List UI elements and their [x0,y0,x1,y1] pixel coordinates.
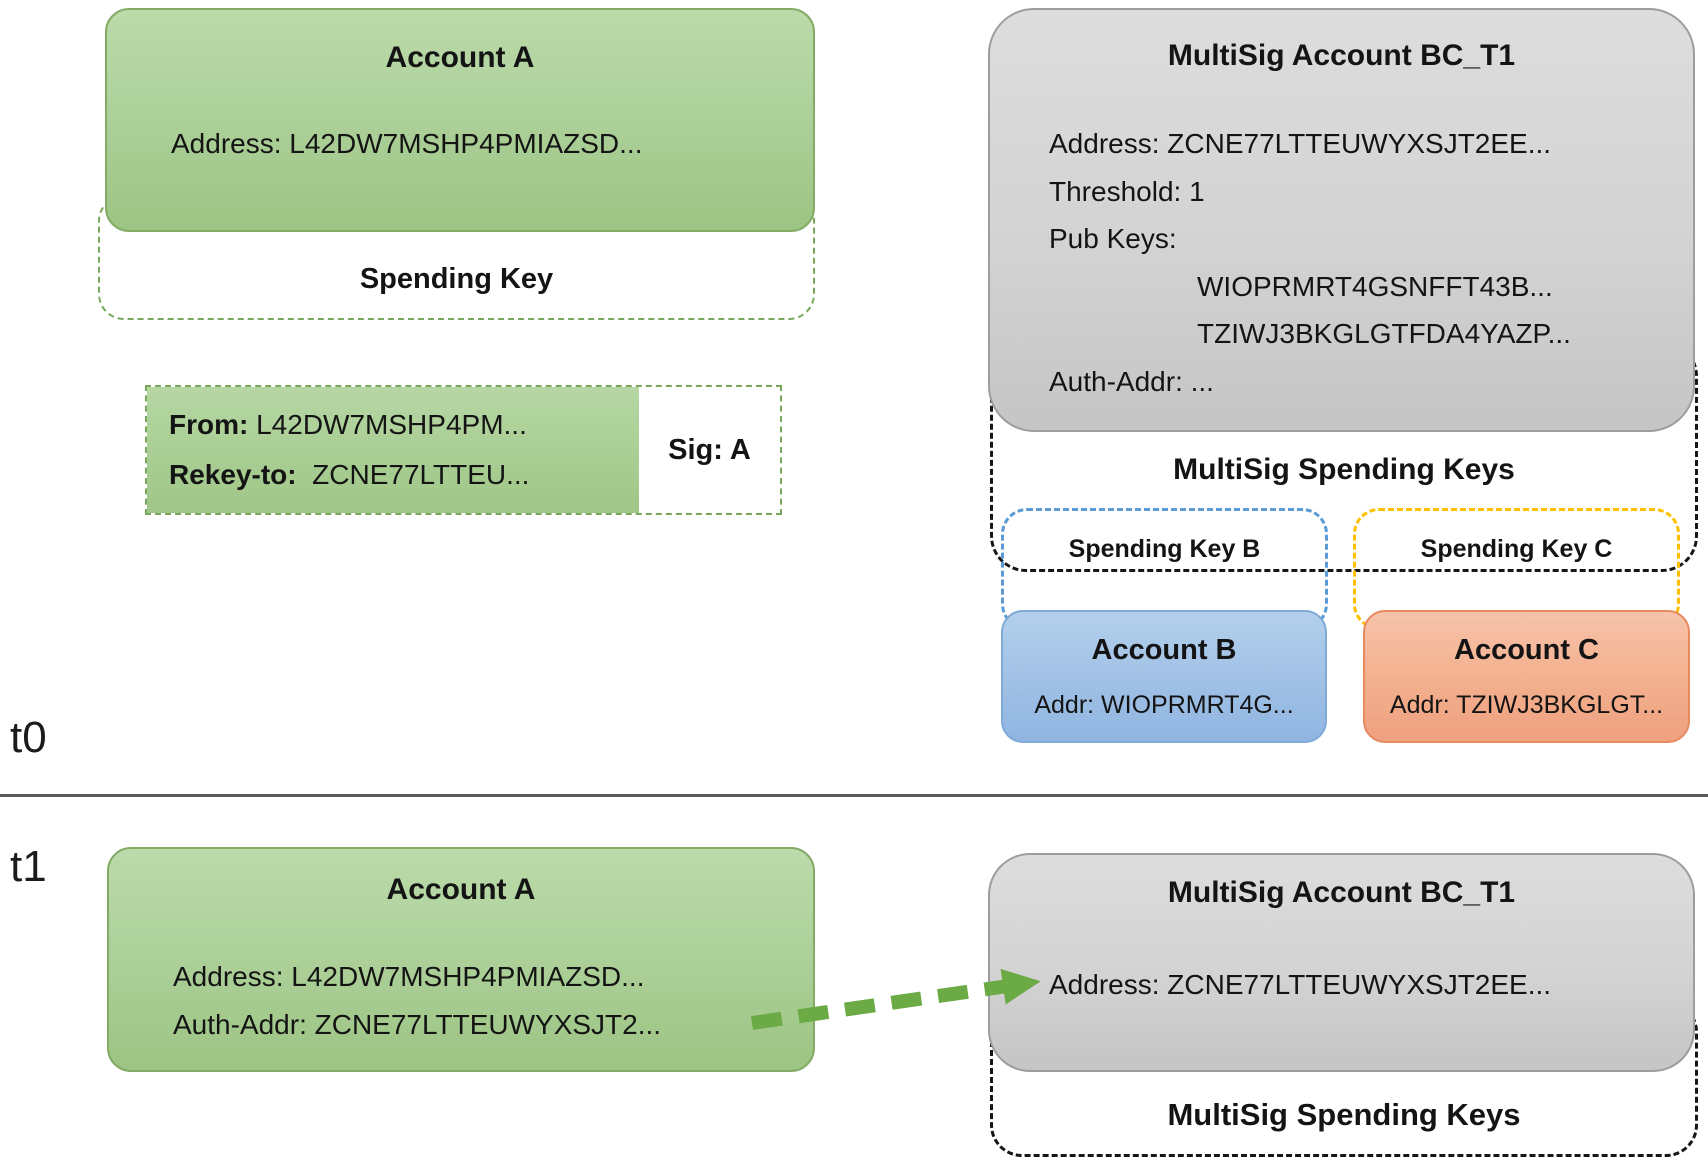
multisig-threshold: Threshold: 1 [1049,175,1205,207]
rekey-transaction-fields: From: L42DW7MSHP4PM... Rekey-to: ZCNE77L… [147,387,639,513]
timeline-divider [0,794,1708,797]
txn-from-line: From: L42DW7MSHP4PM... [169,400,639,450]
spending-key-a-label: Spending Key [359,263,554,295]
txn-rekey-label: Rekey-to: [169,459,297,490]
rekey-transaction-box: From: L42DW7MSHP4PM... Rekey-to: ZCNE77L… [145,385,782,515]
multisig-title-t1: MultiSig Account BC_T1 [1167,876,1516,909]
account-a-auth-addr-t1: Auth-Addr: ZCNE77LTTEUWYXSJT2... [173,1009,662,1040]
account-a-title-t0: Account A [385,41,535,74]
txn-rekey-line: Rekey-to: ZCNE77LTTEU... [169,450,639,500]
account-a-box-t0: Account A Address: L42DW7MSHP4PMIAZSD... [105,8,815,232]
multisig-pubkey-b: WIOPRMRT4GSNFFT43B... [1197,270,1553,302]
multisig-auth-addr: Auth-Addr: ... [1049,365,1214,397]
multisig-account-box-t0: MultiSig Account BC_T1 Address: ZCNE77LT… [988,8,1695,432]
multisig-address-t0: Address: ZCNE77LTTEUWYXSJT2EE... [1049,128,1552,159]
txn-from-value: L42DW7MSHP4PM... [256,409,527,440]
account-a-title-t1: Account A [386,873,536,906]
account-a-box-t1: Account A Address: L42DW7MSHP4PMIAZSD...… [107,847,815,1072]
account-b-address: Addr: WIOPRMRT4G... [1034,691,1294,719]
account-c-address: Addr: TZIWJ3BKGLGT... [1389,691,1664,719]
txn-from-label: From: [169,409,249,440]
txn-rekey-value: ZCNE77LTTEU... [312,459,530,490]
t0-label: t0 [10,713,47,762]
spending-key-c-label: Spending Key C [1420,535,1613,563]
multisig-spending-keys-title-t1: MultiSig Spending Keys [1167,1097,1521,1132]
account-c-title: Account C [1454,634,1599,666]
multisig-account-box-t1: MultiSig Account BC_T1 Address: ZCNE77LT… [988,853,1695,1072]
account-c-box: Account C Addr: TZIWJ3BKGLGT... [1363,610,1690,743]
multisig-pubkey-c: TZIWJ3BKGLGTFDA4YAZP... [1197,318,1571,349]
spending-key-b-label: Spending Key B [1068,535,1261,563]
multisig-address-t1: Address: ZCNE77LTTEUWYXSJT2EE... [1049,969,1552,1000]
multisig-title-t0: MultiSig Account BC_T1 [1167,39,1516,72]
account-a-address-t0: Address: L42DW7MSHP4PMIAZSD... [171,128,643,159]
t1-label: t1 [10,842,47,891]
account-b-box: Account B Addr: WIOPRMRT4G... [1001,610,1327,743]
rekey-arrow-icon [750,968,1041,1030]
account-b-title: Account B [1091,634,1237,666]
txn-signature: Sig: A [668,433,751,466]
multisig-pubkeys-label: Pub Keys: [1049,223,1177,254]
multisig-spending-keys-title-t0: MultiSig Spending Keys [1173,453,1515,486]
account-a-address-t1: Address: L42DW7MSHP4PMIAZSD... [173,961,645,992]
